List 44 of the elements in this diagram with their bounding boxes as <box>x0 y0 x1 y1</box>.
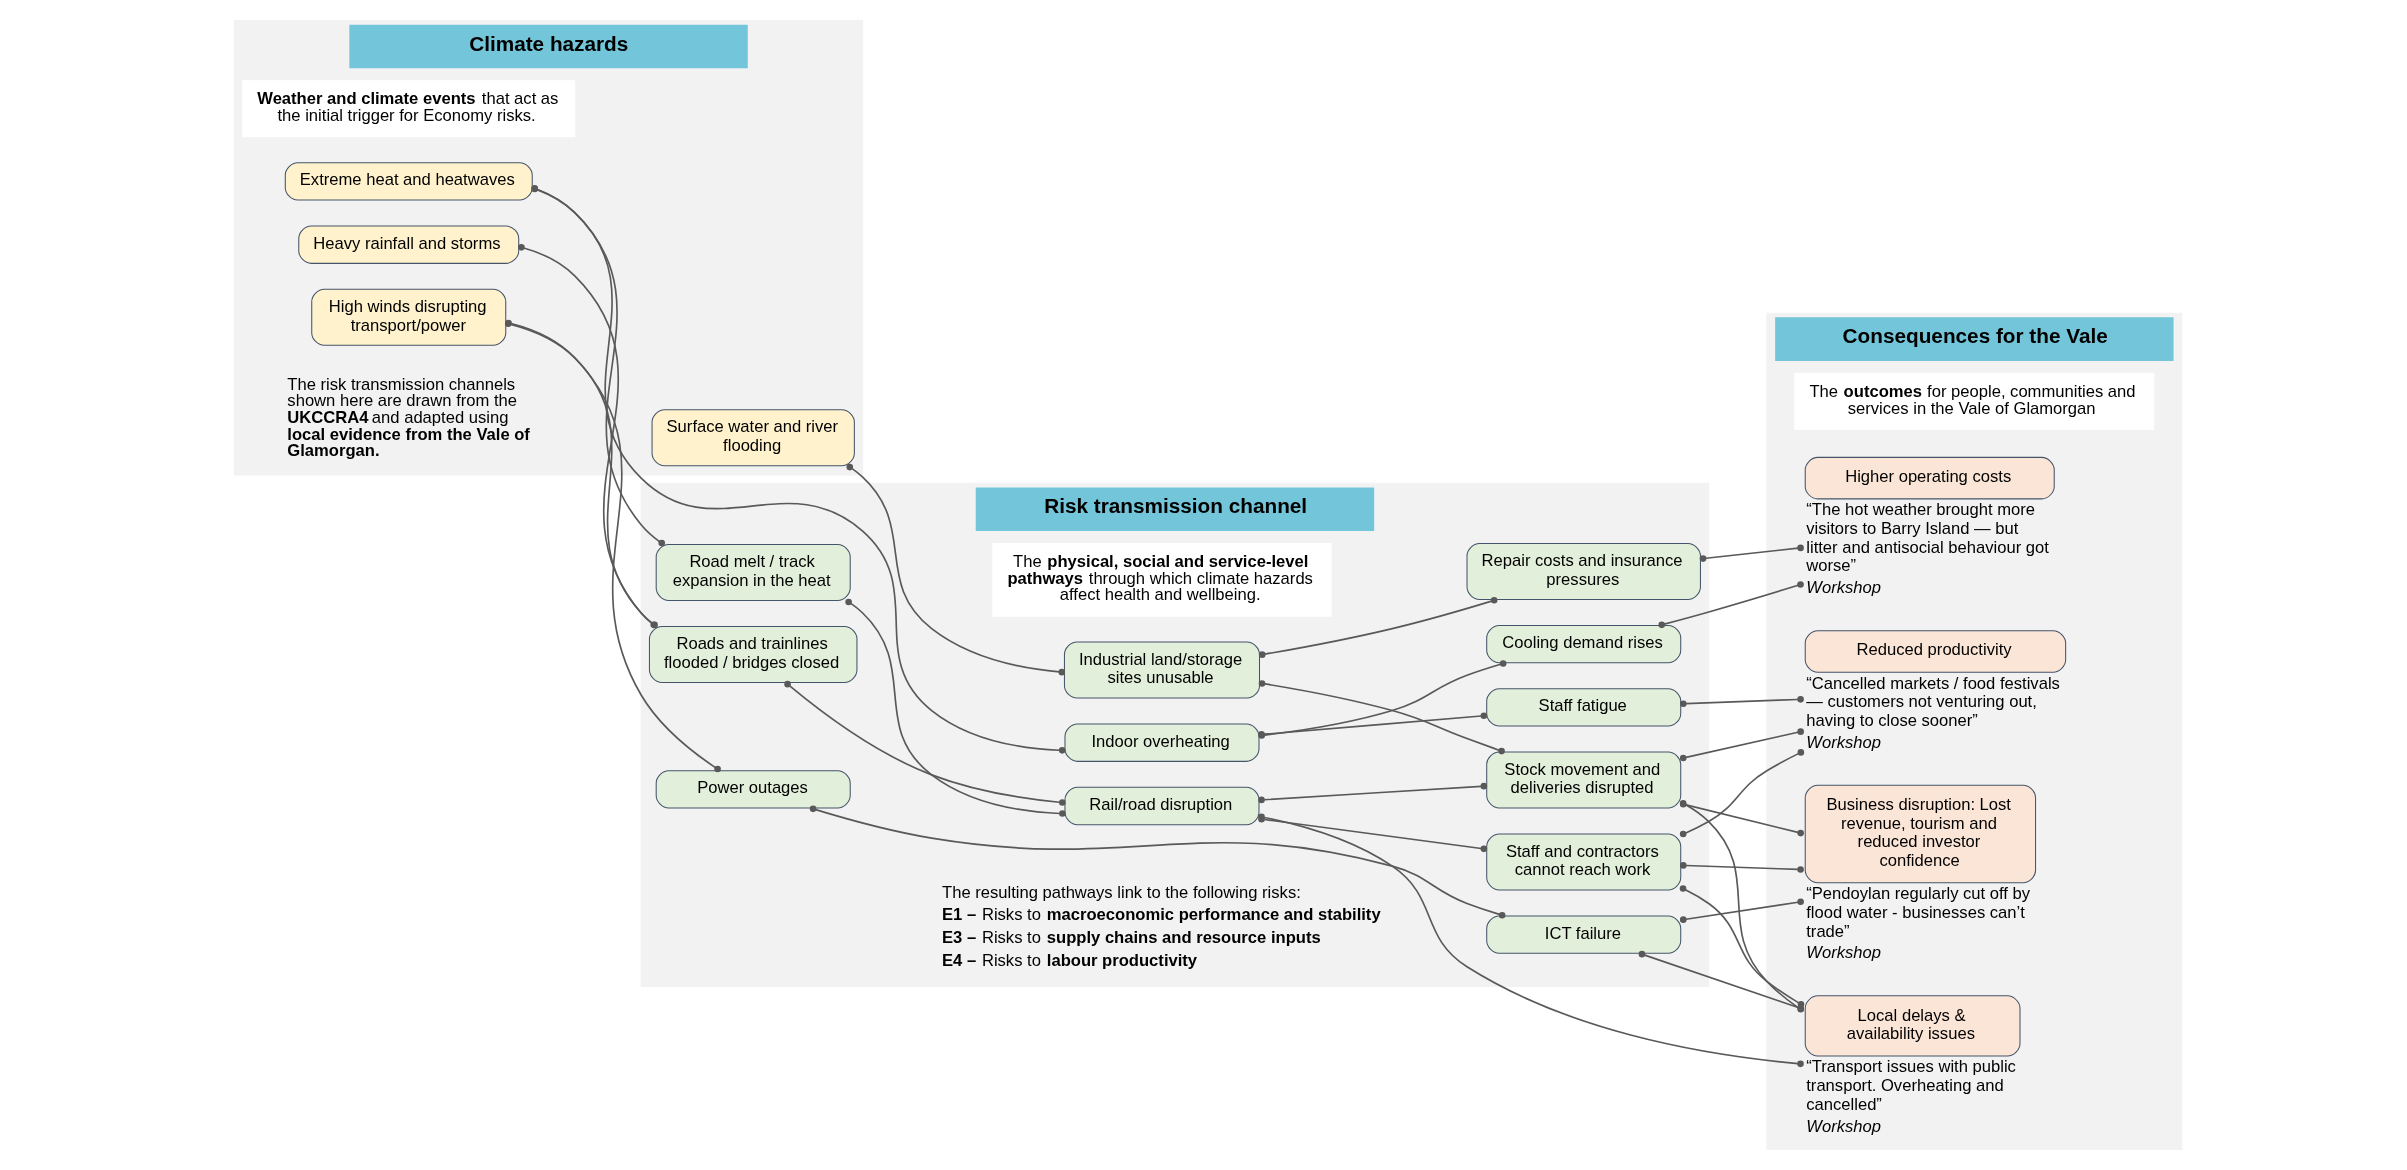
connector <box>530 185 665 547</box>
connector <box>1679 862 1804 873</box>
label: E1 – Risks to macroeconomic performance and stability <box>941 904 1381 924</box>
connector <box>783 680 1066 806</box>
node-box: Surface water and river flooding <box>651 409 855 467</box>
node-label: “Cancelled markets / food festivals — customers not venturing out, having to close sooner” <box>1805 673 2060 730</box>
node-box: Industrial land/storage sites unusable <box>1063 641 1260 699</box>
node-box: Road melt / track expansion in the heat <box>655 544 851 602</box>
label: E3 – Risks to supply chains and resource inputs <box>941 927 1321 947</box>
connector <box>1679 898 1804 923</box>
node-box: Cooling demand rises <box>1485 624 1681 664</box>
node-label: Workshop <box>1805 1116 1881 1136</box>
node-box: Extreme heat and heatwaves <box>284 162 533 201</box>
connector <box>1679 696 1804 708</box>
node-label: Workshop <box>1805 732 1881 752</box>
node-box: Stock movement and deliveries disrupted <box>1485 751 1681 809</box>
node-box: Indoor overheating <box>1063 723 1259 762</box>
node-box: High winds disrupting transport/power <box>310 288 506 346</box>
node-box: Staff and contractors cannot reach work <box>1485 833 1681 891</box>
connector <box>1657 581 1804 629</box>
node-label: “Pendoylan regularly cut off by flood water - businesses can’t trade” <box>1805 884 2030 941</box>
connector <box>809 805 1505 919</box>
node-label: “The hot weather brought more visitors to Barry Island — but litter and antisocial behaviour got worse” <box>1805 500 2049 576</box>
node-box: Roads and trainlines flooded / bridges closed <box>648 626 857 684</box>
connector <box>1257 782 1487 804</box>
label: E4 – Risks to labour productivity <box>941 950 1197 970</box>
connector <box>1699 544 1804 562</box>
connector <box>1679 728 1804 762</box>
connector <box>844 598 1066 817</box>
label: The risk transmission channels shown here are drawn from the UKCCRA4 and adapted using local evidence from the Vale of Glamorgan. <box>286 374 530 461</box>
label: The resulting pathways link to the following risks: <box>941 883 1301 903</box>
connector <box>1679 885 1804 1008</box>
connector <box>1258 596 1497 658</box>
connector <box>530 185 1065 754</box>
node-label: Workshop <box>1805 578 1881 598</box>
node-box: Power outages <box>655 770 851 809</box>
connector <box>845 463 1065 676</box>
node-box: Rail/road disruption <box>1063 786 1259 826</box>
node-box: Heavy rainfall and storms <box>297 225 519 264</box>
node-box: Staff fatigue <box>1485 688 1681 727</box>
node-label: Workshop <box>1805 943 1881 963</box>
node-box: Repair costs and insurance pressures <box>1466 543 1701 601</box>
node-box: ICT failure <box>1485 915 1681 954</box>
node-label: “Transport issues with public transport. Overheating and cancelled” <box>1805 1057 2016 1114</box>
